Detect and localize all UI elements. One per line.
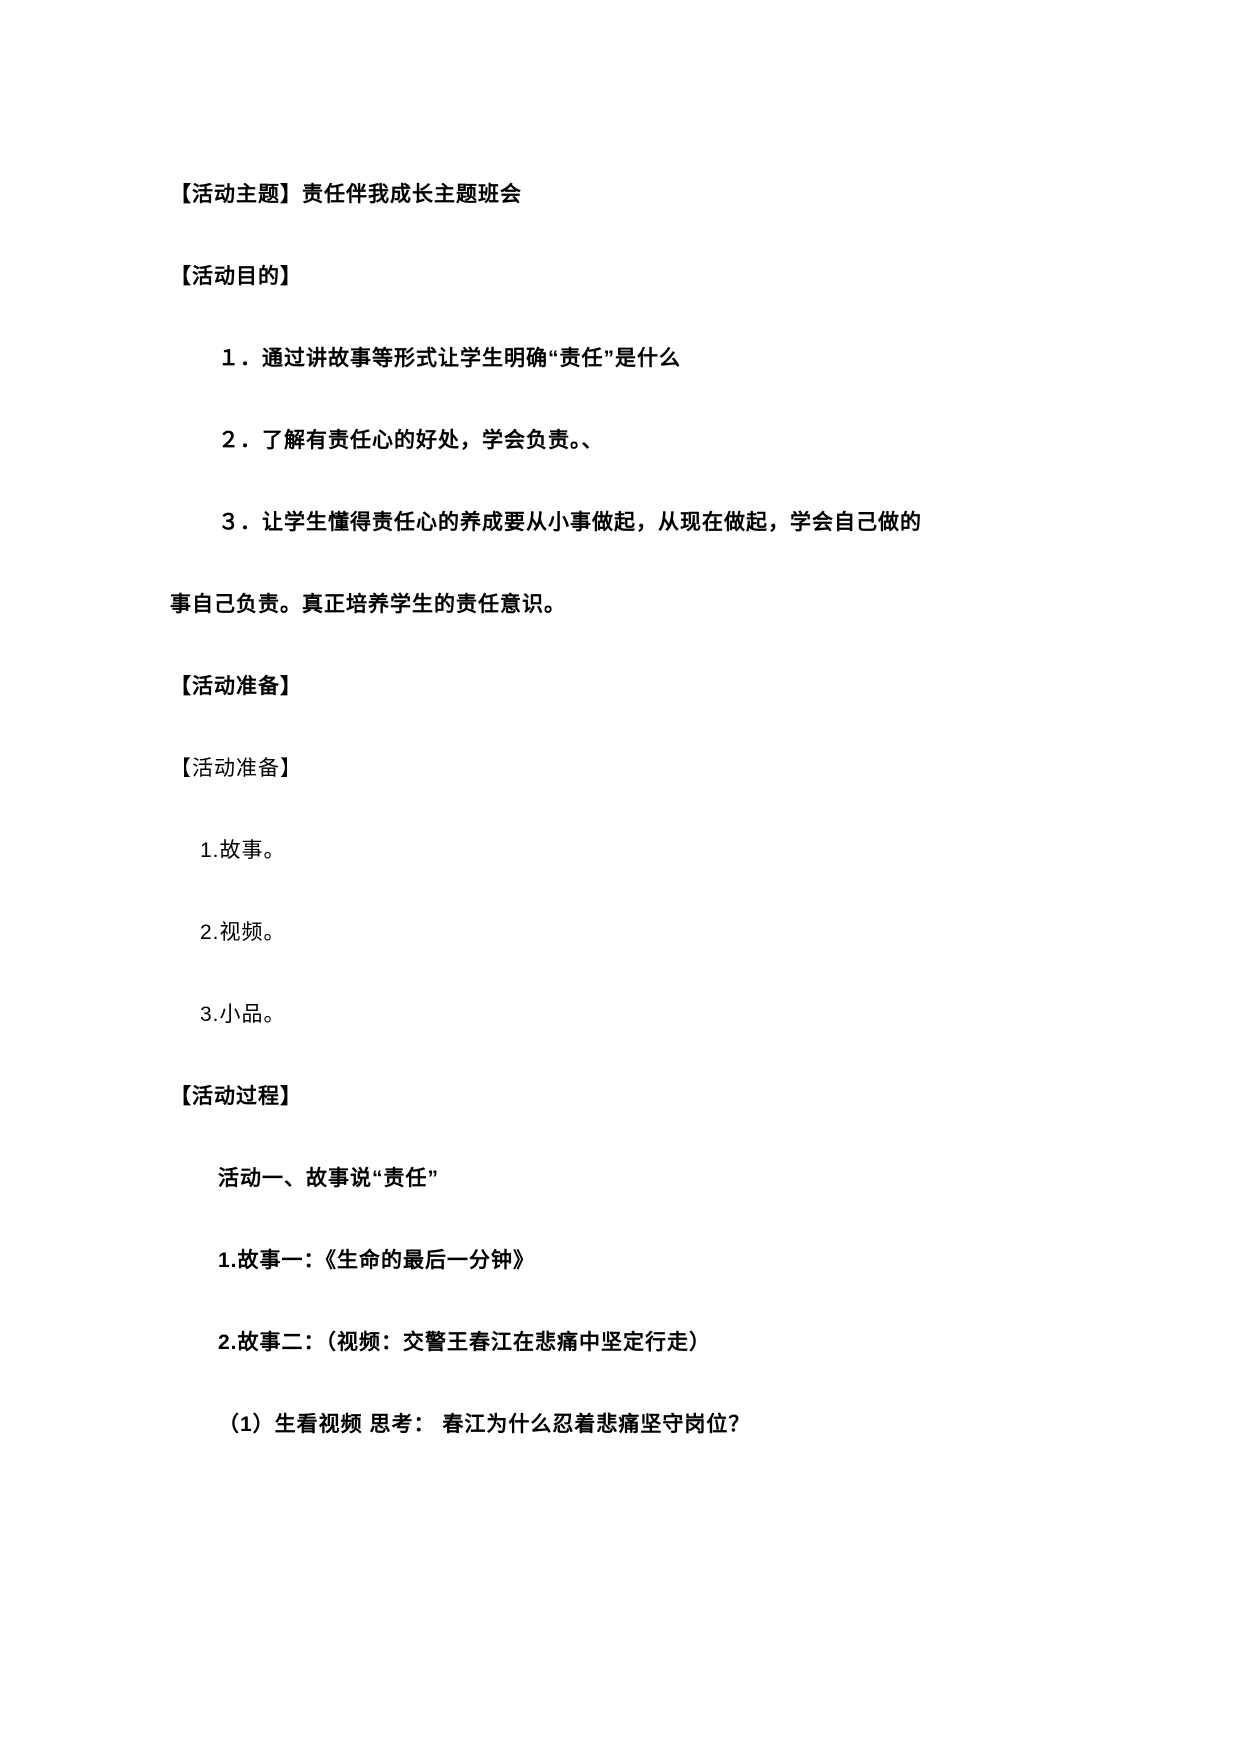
heading-activity-purpose: 【活动目的】	[170, 265, 302, 288]
story-item-1: 1.故事一：《生命的最后一分钟》	[218, 1249, 536, 1272]
heading-activity-preparation-bold: 【活动准备】	[170, 675, 302, 698]
purpose-item-1: １．通过讲故事等形式让学生明确“责任”是什么	[218, 347, 681, 370]
preparation-item-video: 2.视频。	[200, 921, 286, 944]
purpose-item-3: ３．让学生懂得责任心的养成要从小事做起，从现在做起，学会自己做的	[218, 511, 922, 534]
process-activity-one-title: 活动一、故事说“责任”	[218, 1167, 439, 1190]
question-item-1: （1）生看视频 思考： 春江为什么忍着悲痛坚守岗位？	[218, 1413, 751, 1436]
preparation-item-skit: 3.小品。	[200, 1003, 286, 1026]
heading-activity-preparation: 【活动准备】	[170, 757, 302, 780]
heading-activity-theme: 【活动主题】责任伴我成长主题班会	[170, 183, 522, 206]
purpose-item-3-continuation: 事自己负责。真正培养学生的责任意识。	[170, 593, 566, 616]
preparation-item-story: 1.故事。	[200, 839, 286, 862]
story-item-2: 2.故事二：（视频：交警王春江在悲痛中坚定行走）	[218, 1331, 712, 1354]
purpose-item-2: ２．了解有责任心的好处，学会负责。、	[218, 429, 604, 452]
heading-activity-process: 【活动过程】	[170, 1085, 302, 1108]
